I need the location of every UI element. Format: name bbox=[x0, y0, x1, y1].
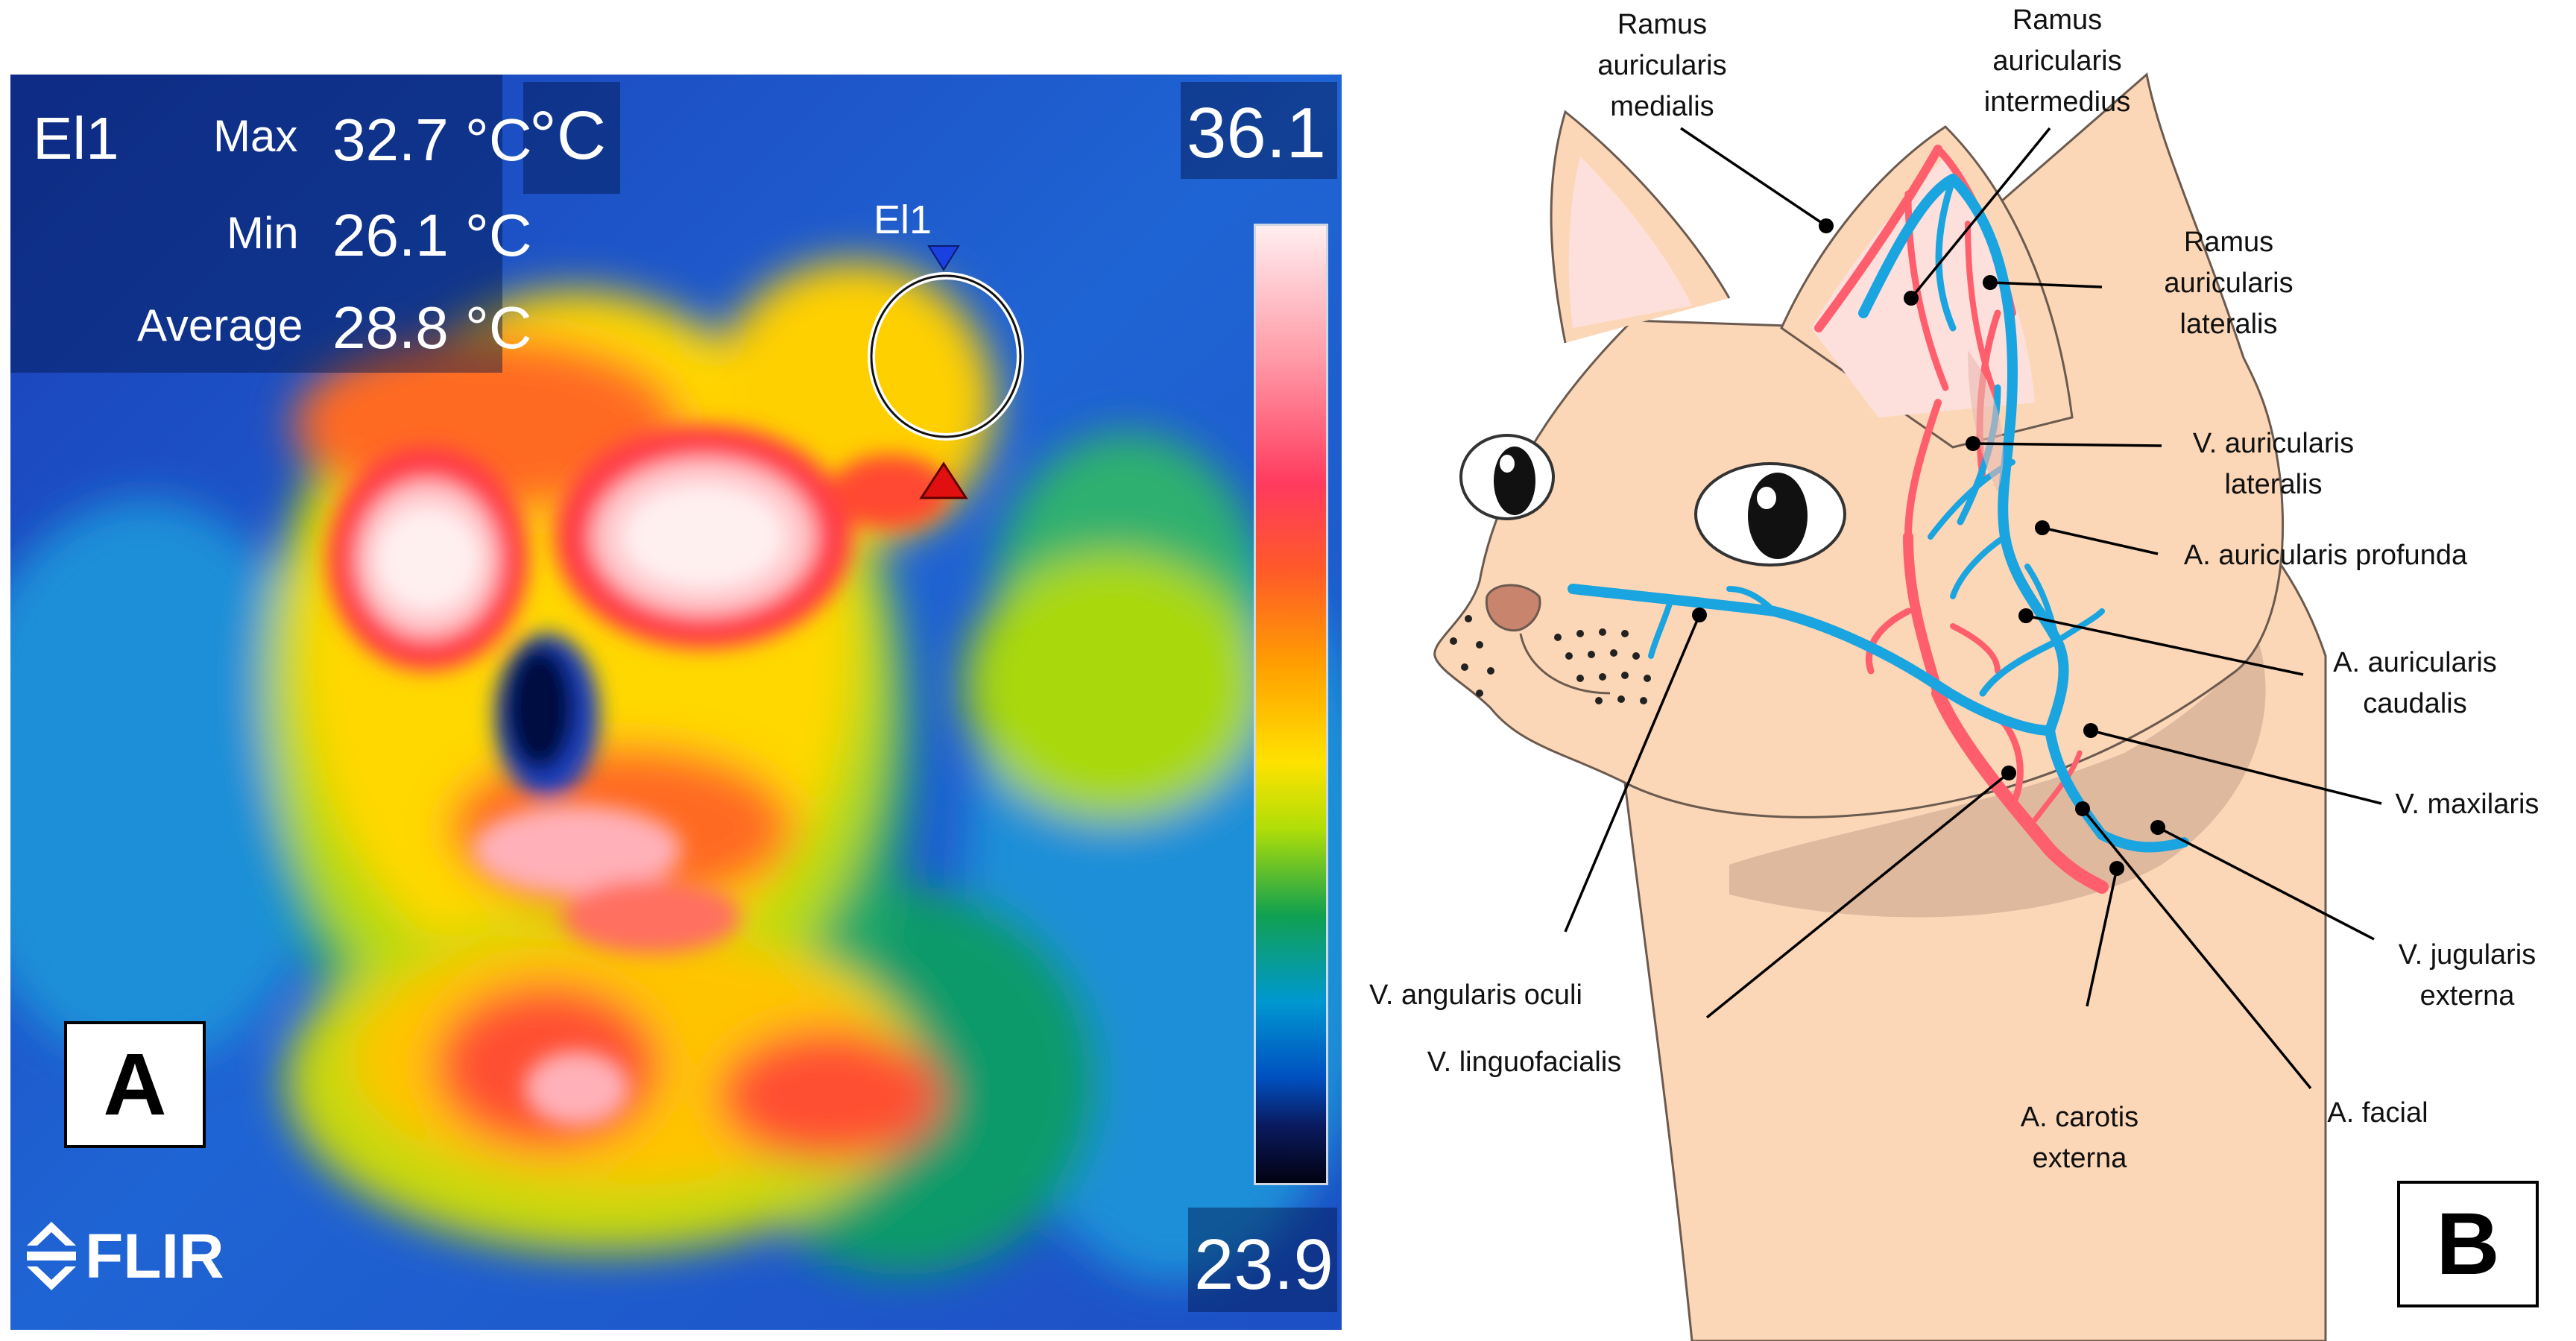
panel-letter-a: A bbox=[64, 1021, 206, 1148]
scale-max-value: 36.1 bbox=[1187, 93, 1326, 173]
label-a-auricularis-profunda: A. auricularis profunda bbox=[2183, 540, 2468, 571]
scale-min-value: 23.9 bbox=[1194, 1225, 1333, 1304]
thermal-image bbox=[10, 75, 1342, 1330]
flir-brand-text: FLIR bbox=[85, 1220, 224, 1291]
thermal-image-panel: El1 Max 32.7 °C Min 26.1 °C Average 28.8… bbox=[10, 75, 1342, 1330]
whisker-dots bbox=[1450, 615, 1651, 704]
anatomy-diagram-panel: Ramus auricularis medialis Ramus auricul… bbox=[1342, 0, 2576, 1341]
cat-right-eye bbox=[1694, 462, 1846, 567]
leader-dots bbox=[1692, 218, 2165, 876]
label-v-auricularis-lateralis: V. auricularis lateralis bbox=[2192, 428, 2355, 500]
stat-min-label: Min bbox=[227, 208, 299, 258]
label-v-angularis-oculi: V. angularis oculi bbox=[1369, 979, 1582, 1011]
scale-min-box bbox=[1188, 1208, 1337, 1312]
cat-head-diagram bbox=[1433, 72, 2382, 1341]
roi-label: El1 bbox=[33, 105, 119, 171]
roi-marker-label: El1 bbox=[874, 198, 932, 242]
cat-mouth bbox=[1519, 633, 1611, 695]
label-v-jugularis-externa: V. jugularis externa bbox=[2398, 939, 2536, 1012]
stat-min-value: 26.1 °C bbox=[332, 202, 532, 268]
stat-max-label: Max bbox=[213, 111, 298, 161]
cat-nose bbox=[1485, 584, 1541, 632]
temperature-color-scale bbox=[1254, 224, 1328, 1185]
stat-average-value: 28.8 °C bbox=[332, 294, 532, 361]
unit-box bbox=[523, 82, 620, 194]
flir-logo: FLIR bbox=[24, 1215, 224, 1297]
label-a-carotis-externa: A. carotis externa bbox=[2020, 1102, 2139, 1174]
measurement-box bbox=[10, 75, 502, 373]
panel-letter-b: B bbox=[2397, 1181, 2539, 1307]
stat-max-value: 32.7 °C bbox=[332, 107, 532, 173]
ear-shadow bbox=[1968, 350, 2004, 492]
cat-left-ear-inner bbox=[1568, 157, 1692, 328]
label-a-auricularis-caudalis: A. auricularis caudalis bbox=[2333, 647, 2497, 719]
scale-max-box bbox=[1181, 82, 1337, 179]
leader-lines bbox=[1564, 127, 2382, 1090]
cat-left-eye bbox=[1459, 434, 1555, 520]
unit-label: °C bbox=[529, 98, 607, 174]
stat-average-label: Average bbox=[137, 300, 303, 350]
label-v-linguofacialis: V. linguofacialis bbox=[1427, 1047, 1622, 1078]
label-ramus-auricularis-intermedius: Ramus auricularis intermedius bbox=[1983, 4, 2131, 118]
label-ramus-auricularis-lateralis: Ramus auricularis lateralis bbox=[2164, 227, 2294, 340]
label-a-facial: A. facial bbox=[2327, 1097, 2428, 1129]
label-v-maxilaris: V. maxilaris bbox=[2395, 789, 2539, 820]
flir-diamond-icon bbox=[27, 1222, 76, 1290]
label-ramus-auricularis-medialis: Ramus auricularis medialis bbox=[1597, 9, 1727, 122]
